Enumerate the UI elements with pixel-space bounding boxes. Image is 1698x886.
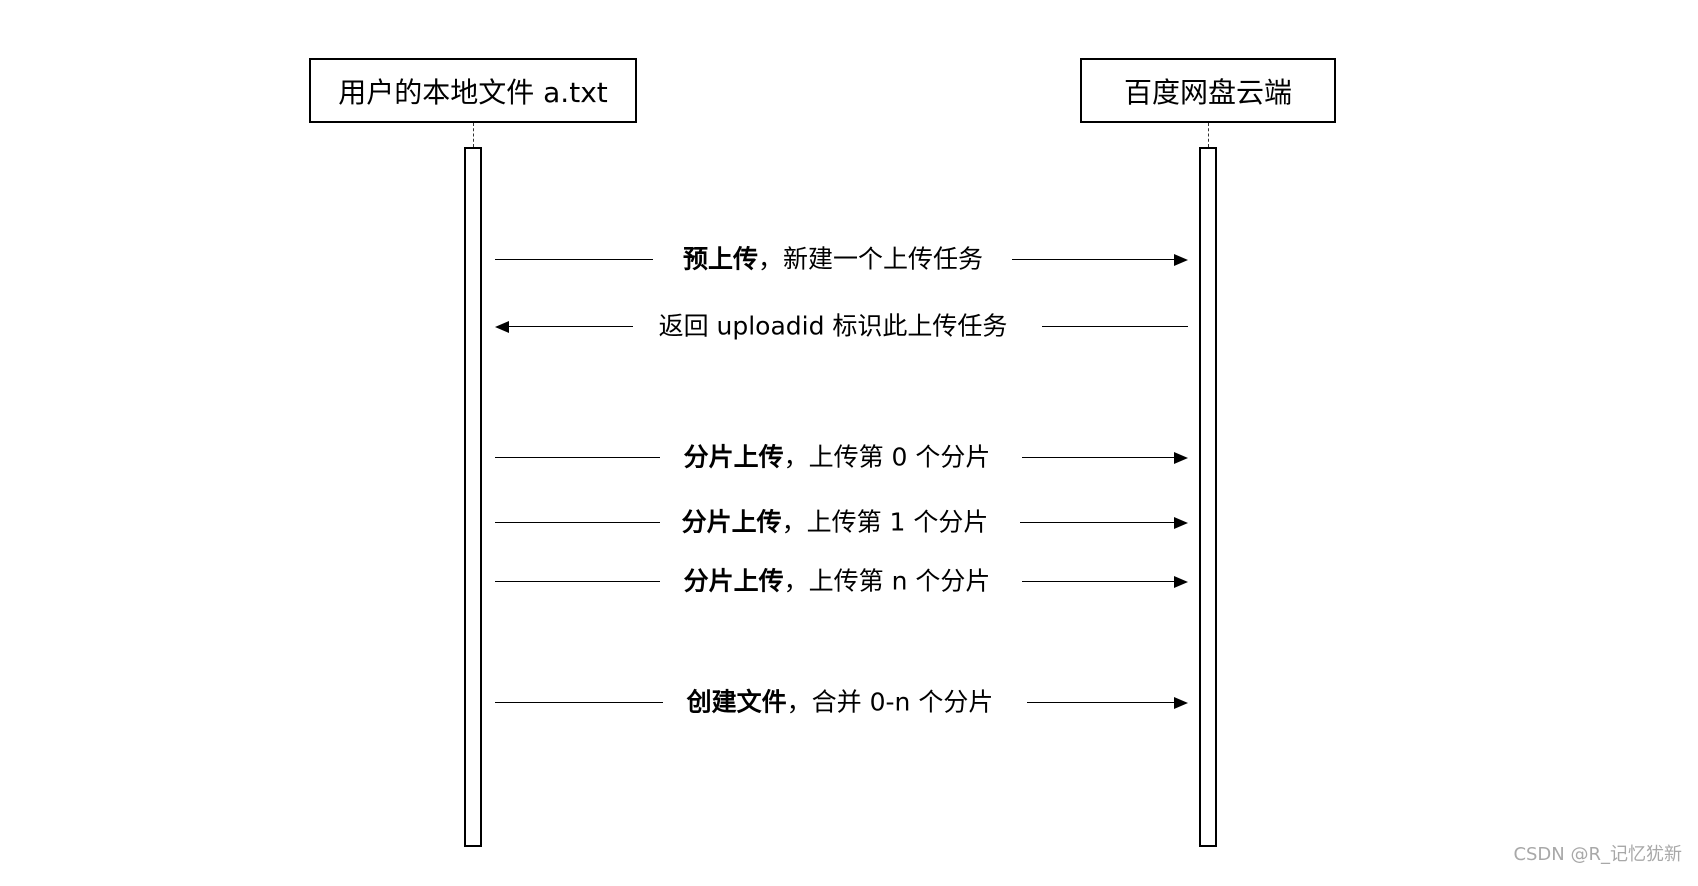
watermark: CSDN @R_记忆犹新 — [1513, 844, 1682, 865]
message-label: 创建文件，合并 0-n 个分片 — [687, 690, 994, 715]
message-label: 分片上传，上传第 n 个分片 — [684, 569, 991, 594]
message-detail-label: ，新建一个上传任务 — [758, 244, 984, 274]
message-line-segment — [495, 522, 660, 523]
server-participant-label: 百度网盘云端 — [1123, 75, 1292, 109]
arrowhead-right-icon — [1174, 254, 1188, 266]
message-detail-label: ，合并 0-n 个分片 — [786, 687, 994, 717]
message-label: 分片上传，上传第 0 个分片 — [684, 445, 991, 470]
client-participant-label: 用户的本地文件 a.txt — [338, 75, 608, 109]
message-label: 分片上传，上传第 1 个分片 — [682, 510, 989, 535]
message-detail-label: ，上传第 0 个分片 — [783, 442, 991, 472]
client-participant-box: 用户的本地文件 a.txt — [309, 58, 637, 123]
message-line-segment — [1027, 702, 1174, 703]
arrowhead-right-icon — [1174, 517, 1188, 529]
server-activation-bar — [1199, 147, 1217, 847]
message-detail-label: 返回 uploadid 标识此上传任务 — [658, 311, 1008, 341]
message-line-segment — [1022, 581, 1174, 582]
message-action-label: 分片上传 — [683, 566, 784, 596]
message-label: 预上传，新建一个上传任务 — [683, 247, 983, 272]
arrowhead-left-icon — [495, 321, 509, 333]
message-label: 返回 uploadid 标识此上传任务 — [659, 314, 1008, 339]
message-line-segment — [1022, 457, 1174, 458]
message-line-segment — [495, 702, 663, 703]
server-participant-box: 百度网盘云端 — [1080, 58, 1336, 123]
client-activation-bar — [464, 147, 482, 847]
message-action-label: 分片上传 — [683, 442, 784, 472]
arrowhead-right-icon — [1174, 452, 1188, 464]
message-action-label: 预上传 — [682, 244, 758, 274]
message-line-segment — [495, 259, 653, 260]
server-lifeline — [1208, 123, 1209, 147]
message-detail-label: ，上传第 n 个分片 — [783, 566, 991, 596]
arrowhead-right-icon — [1174, 697, 1188, 709]
client-lifeline — [473, 123, 474, 147]
message-action-label: 分片上传 — [681, 507, 782, 537]
arrowhead-right-icon — [1174, 576, 1188, 588]
message-detail-label: ，上传第 1 个分片 — [781, 507, 989, 537]
message-line-segment — [495, 581, 660, 582]
message-line-segment — [1020, 522, 1174, 523]
message-line-segment — [1042, 326, 1188, 327]
message-line-segment — [495, 457, 660, 458]
message-action-label: 创建文件 — [686, 687, 787, 717]
message-line-segment — [1012, 259, 1174, 260]
message-line-segment — [509, 326, 633, 327]
